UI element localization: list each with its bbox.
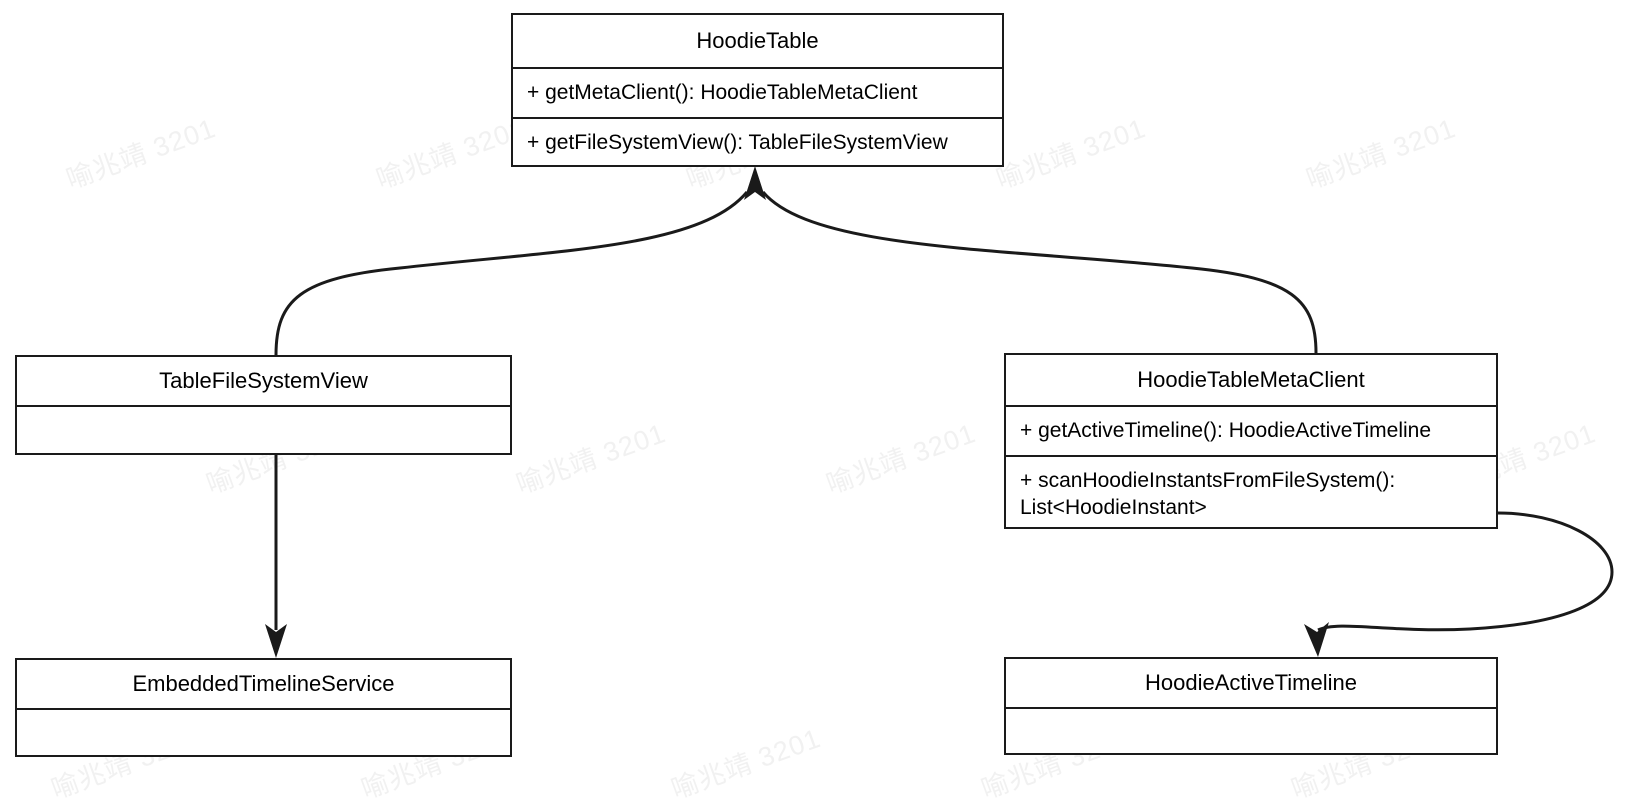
class-name-embeddedtimelineservice: EmbeddedTimelineService xyxy=(132,671,395,696)
class-members-embeddedtimelineservice xyxy=(17,710,510,757)
compartment-divider xyxy=(513,67,1002,69)
watermark: 喻兆靖 3201 xyxy=(62,113,220,195)
watermark: 喻兆靖 3201 xyxy=(667,723,825,805)
compartment-divider xyxy=(513,117,1002,119)
class-name-hoodieactivetimeline: HoodieActiveTimeline xyxy=(1145,670,1357,695)
compartment-divider xyxy=(1006,455,1496,457)
class-box-hoodietablemetaclient[interactable]: HoodieTableMetaClient + getActiveTimelin… xyxy=(1004,353,1498,529)
class-method-hoodietable-0: + getMetaClient(): HoodieTableMetaClient xyxy=(527,81,918,104)
edge-hoodietablemetaclient-to-hoodietable xyxy=(761,191,1318,354)
compartment-divider xyxy=(17,405,510,407)
class-box-hoodietable[interactable]: HoodieTable + getMetaClient(): HoodieTab… xyxy=(511,13,1004,167)
compartment-divider xyxy=(1006,707,1496,709)
edge-tablefilesystemview-to-embeddedtimelineservice xyxy=(265,455,287,658)
compartment-divider xyxy=(17,708,510,710)
class-box-embeddedtimelineservice[interactable]: EmbeddedTimelineService xyxy=(15,658,512,757)
class-method-hoodietable-1: + getFileSystemView(): TableFileSystemVi… xyxy=(527,131,948,154)
edge-hoodietablemetaclient-to-hoodieactivetimeline xyxy=(1304,511,1614,657)
watermark: 喻兆靖 3201 xyxy=(512,418,670,500)
watermark: 喻兆靖 3201 xyxy=(992,113,1150,195)
class-name-hoodietablemetaclient: HoodieTableMetaClient xyxy=(1137,367,1365,392)
class-name-hoodietable: HoodieTable xyxy=(696,28,819,53)
compartment-divider xyxy=(1006,405,1496,407)
arrowhead-into-hoodietable xyxy=(744,166,766,200)
class-members-tablefilesystemview xyxy=(17,407,510,455)
class-name-tablefilesystemview: TableFileSystemView xyxy=(159,368,368,393)
edge-tablefilesystemview-to-hoodietable xyxy=(274,191,749,356)
class-box-hoodieactivetimeline[interactable]: HoodieActiveTimeline xyxy=(1004,657,1498,755)
watermark: 喻兆靖 3201 xyxy=(822,418,980,500)
class-method-hoodietablemetaclient-0: + getActiveTimeline(): HoodieActiveTimel… xyxy=(1020,419,1432,442)
watermark: 喻兆靖 3201 xyxy=(1302,113,1460,195)
class-box-tablefilesystemview[interactable]: TableFileSystemView xyxy=(15,355,512,455)
watermark: 喻兆靖 3201 xyxy=(372,113,530,195)
class-method-hoodietablemetaclient-1: + scanHoodieInstantsFromFileSystem(): Li… xyxy=(1020,469,1396,519)
class-members-hoodieactivetimeline xyxy=(1006,709,1496,755)
